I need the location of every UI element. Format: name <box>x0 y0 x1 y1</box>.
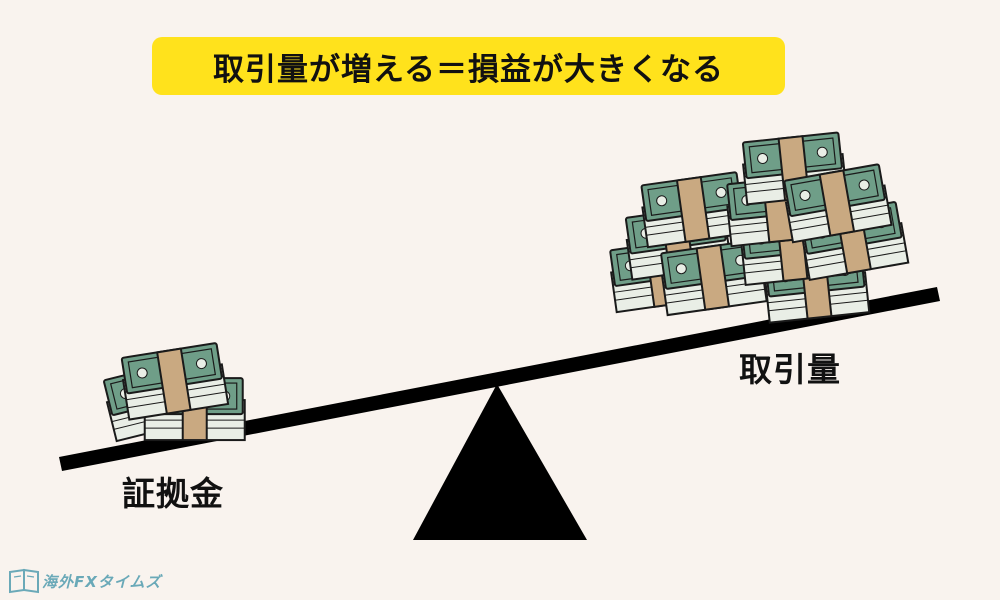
logo-text: 海外FXタイムズ <box>42 572 162 591</box>
site-logo[interactable]: 海外FXタイムズ <box>8 568 162 594</box>
book-icon <box>9 568 39 594</box>
fulcrum-triangle <box>413 384 587 540</box>
large-money-pile <box>600 131 909 326</box>
margin-label: 証拠金 <box>122 474 224 513</box>
title-banner: 取引量が増える＝損益が大きくなる <box>152 37 785 95</box>
logo-icon-spacer <box>8 568 38 594</box>
title-text: 取引量が増える＝損益が大きくなる <box>212 51 725 88</box>
trading-volume-label: 取引量 <box>739 350 841 389</box>
small-money-stack <box>99 340 251 454</box>
seesaw-beam <box>59 287 940 471</box>
